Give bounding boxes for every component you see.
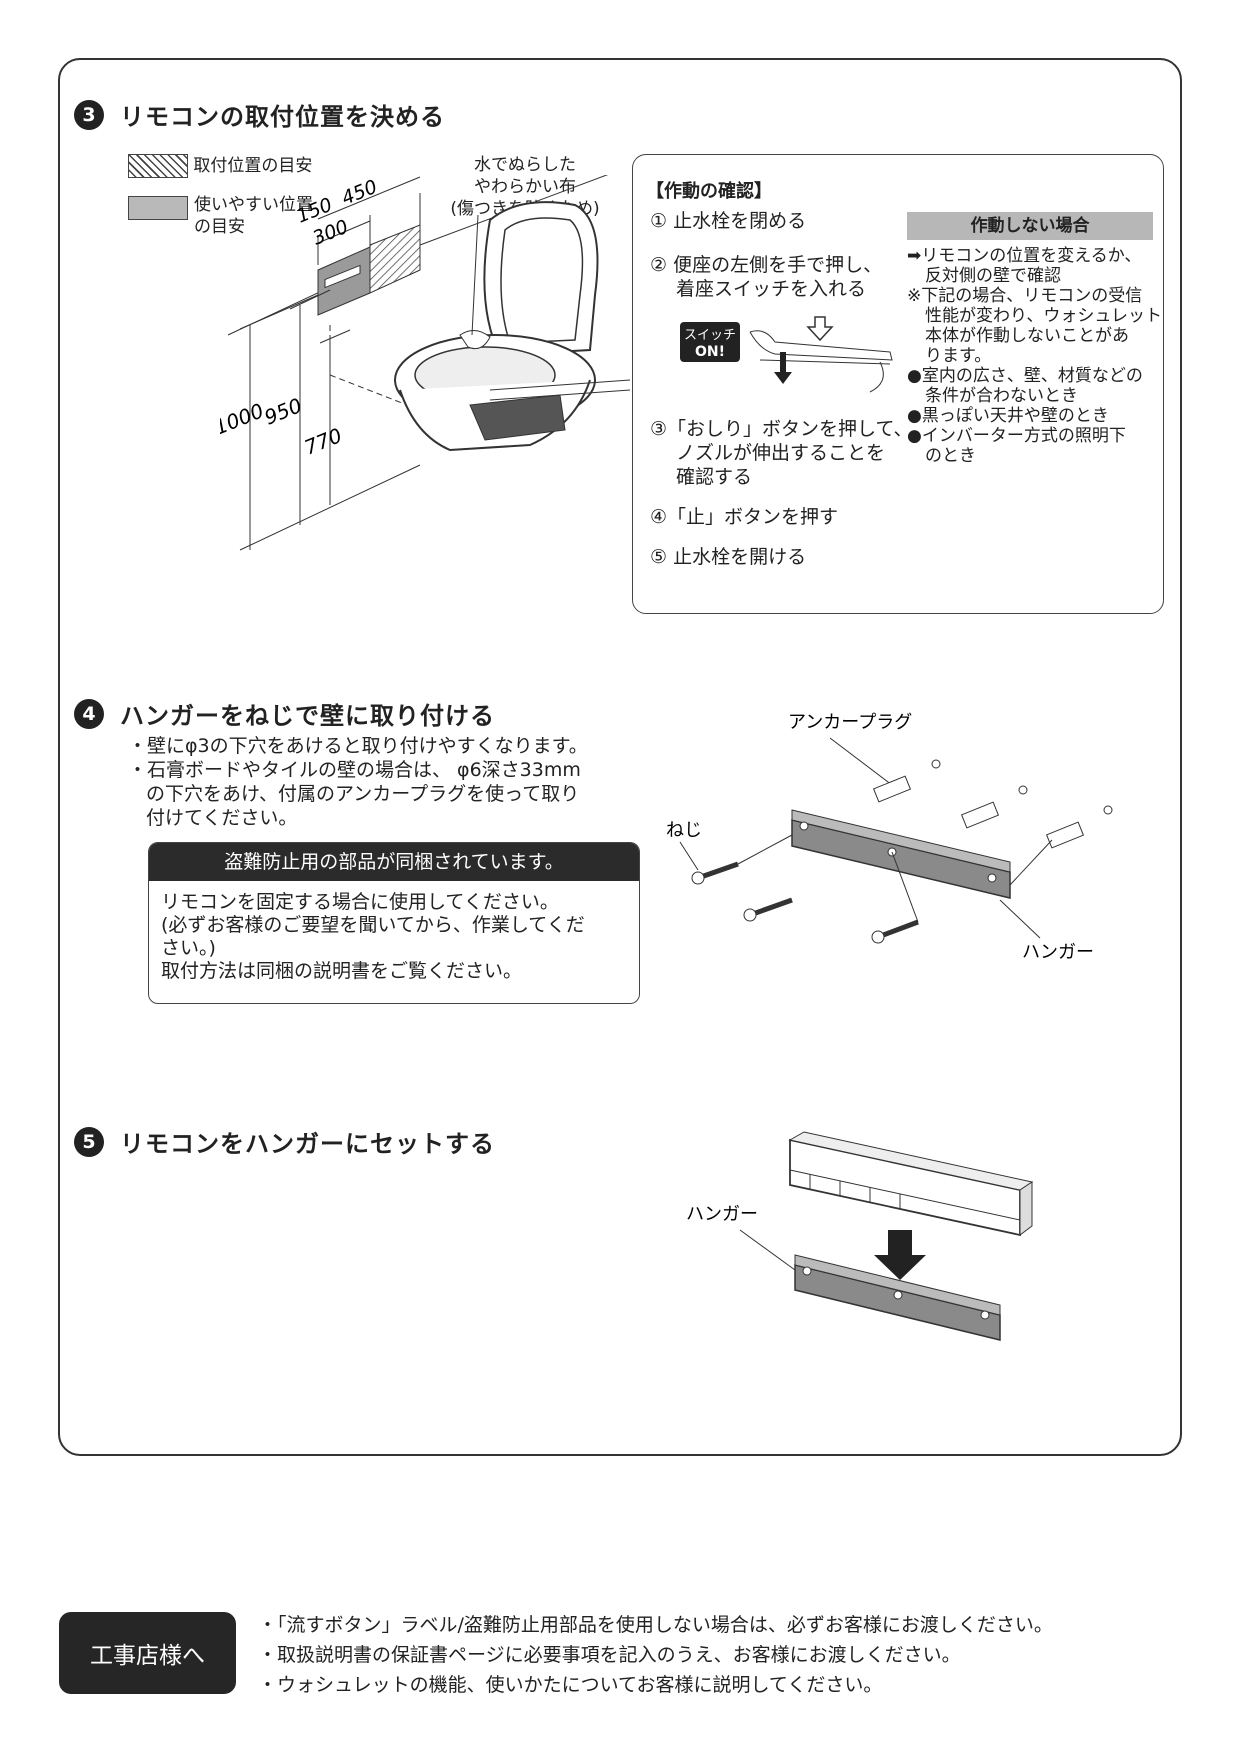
cloth-line2: やわらかい布 <box>474 177 576 197</box>
note-line2: (必ずお客様のご要望を聞いてから、作業してくだ <box>161 914 585 936</box>
step4-instructions: ・壁にφ3の下穴をあけると取り付けやすくなります。 ・石膏ボードやタイルの壁の場… <box>128 734 588 830</box>
step4-line2: ・石膏ボードやタイルの壁の場合は、 φ6深さ33mm <box>128 759 581 781</box>
footer-line1: ・「流すボタン」ラベル/盗難防止用部品を使用しない場合は、必ずお客様にお渡しくだ… <box>258 1614 1053 1636</box>
fail-3a: ●室内の広さ、壁、材質などの <box>907 366 1143 386</box>
antitheft-note-body: リモコンを固定する場合に使用してください。 (必ずお客様のご要望を聞いてから、作… <box>149 881 639 993</box>
fail-2c: 本体が作動しないことがあ <box>925 326 1129 346</box>
antitheft-note: 盗難防止用の部品が同梱されています。 リモコンを固定する場合に使用してください。… <box>148 842 640 1004</box>
fail-4: ●黒っぽい天井や壁のとき <box>907 406 1109 426</box>
contractor-badge: 工事店様へ <box>59 1612 236 1694</box>
gray-swatch <box>128 196 188 220</box>
toilet-placement-illustration: 150 450 300 1000 950 770 <box>220 175 631 551</box>
step4-line3: の下穴をあけ、付属のアンカープラグを使って取り <box>146 783 580 805</box>
legend-gray-label: 使いやすい位置 の目安 <box>194 194 313 238</box>
switch-label-2: ON! <box>695 344 725 360</box>
label-anchor-plug: アンカープラグ <box>788 712 912 733</box>
note-line4: 取付方法は同梱の説明書をご覧ください。 <box>161 960 523 982</box>
check-item-5: ⑤ 止水栓を開ける <box>650 546 807 568</box>
fail-5a: ●インバーター方式の照明下 <box>907 426 1126 446</box>
contractor-notes: ・「流すボタン」ラベル/盗難防止用部品を使用しない場合は、必ずお客様にお渡しくだ… <box>258 1610 1053 1700</box>
step3-number: 3 <box>74 99 104 130</box>
check-item-2a: ② 便座の左側を手で押し、 <box>650 254 883 276</box>
fail-title: 作動しない場合 <box>907 212 1153 240</box>
label-hanger: ハンガー <box>1022 942 1094 963</box>
check-item-3a: ③「おしり」ボタンを押して、 <box>650 418 913 440</box>
dim-950: 950 <box>261 393 305 430</box>
content-frame <box>58 58 1182 1456</box>
fail-3b: 条件が合わないとき <box>925 386 1078 406</box>
fail-2d: ります。 <box>925 346 992 366</box>
operation-check-box <box>632 154 1164 614</box>
legend-hatch: 取付位置の目安 <box>128 154 312 178</box>
fail-1a: ➡リモコンの位置を変えるか、 <box>907 246 1142 266</box>
step4-line4: 付けてください。 <box>146 807 298 829</box>
cloth-line1: 水でぬらした <box>474 155 576 175</box>
step4-heading: 4 ハンガーをねじで壁に取り付ける <box>74 696 495 731</box>
remote-set-illustration: ハンガー <box>686 1131 1034 1341</box>
antitheft-note-title: 盗難防止用の部品が同梱されています。 <box>149 843 639 881</box>
fail-2b: 性能が変わり、ウォシュレット <box>925 306 1162 326</box>
dim-1000: 1000 <box>220 398 267 439</box>
step3-title: リモコンの取付位置を決める <box>120 103 445 131</box>
step4-number: 4 <box>74 698 104 729</box>
footer-line2: ・取扱説明書の保証書ページに必要事項を記入のうえ、お客様にお渡しください。 <box>258 1644 961 1666</box>
label-screw: ねじ <box>666 820 702 841</box>
check-item-1: ① 止水栓を閉める <box>650 210 807 232</box>
seat-switch-illustration: スイッチ ON! <box>680 316 893 393</box>
check-item-3c: 確認する <box>676 466 753 488</box>
check-item-4: ④「止」ボタンを押す <box>650 506 839 528</box>
dim-770: 770 <box>301 423 345 460</box>
fail-list: ➡リモコンの位置を変えるか、 反対側の壁で確認 ※下記の場合、リモコンの受信 性… <box>907 246 1162 466</box>
step5-heading: 5 リモコンをハンガーにセットする <box>74 1124 495 1159</box>
step5-title: リモコンをハンガーにセットする <box>120 1130 495 1158</box>
switch-label-1: スイッチ <box>684 328 736 343</box>
step4-line1: ・壁にφ3の下穴をあけると取り付けやすくなります。 <box>128 735 588 757</box>
step3-heading: 3 リモコンの取付位置を決める <box>74 97 445 132</box>
fail-1b: 反対側の壁で確認 <box>925 266 1061 286</box>
footer-line3: ・ウォシュレットの機能、使いかたについてお客様に説明してください。 <box>258 1674 883 1696</box>
legend-gray-line1: 使いやすい位置 <box>194 195 313 215</box>
fail-5b: のとき <box>925 446 976 466</box>
note-line1: リモコンを固定する場合に使用してください。 <box>161 891 559 913</box>
hanger-mounting-illustration: アンカープラグ ねじ ハンガー <box>666 712 1113 963</box>
step5-number: 5 <box>74 1126 104 1157</box>
legend-gray-line2: の目安 <box>194 217 245 237</box>
step4-title: ハンガーをねじで壁に取り付ける <box>120 702 495 730</box>
fail-2a: ※下記の場合、リモコンの受信 <box>907 286 1143 306</box>
legend-hatch-label: 取付位置の目安 <box>193 156 313 176</box>
dim-450: 450 <box>339 176 381 210</box>
label-hanger-step5: ハンガー <box>686 1204 758 1225</box>
hatch-swatch <box>128 154 188 178</box>
note-line3: さい。) <box>161 937 216 959</box>
check-item-3b: ノズルが伸出することを <box>676 442 886 464</box>
check-item-2b: 着座スイッチを入れる <box>676 278 867 300</box>
check-title: 【作動の確認】 <box>646 181 772 202</box>
